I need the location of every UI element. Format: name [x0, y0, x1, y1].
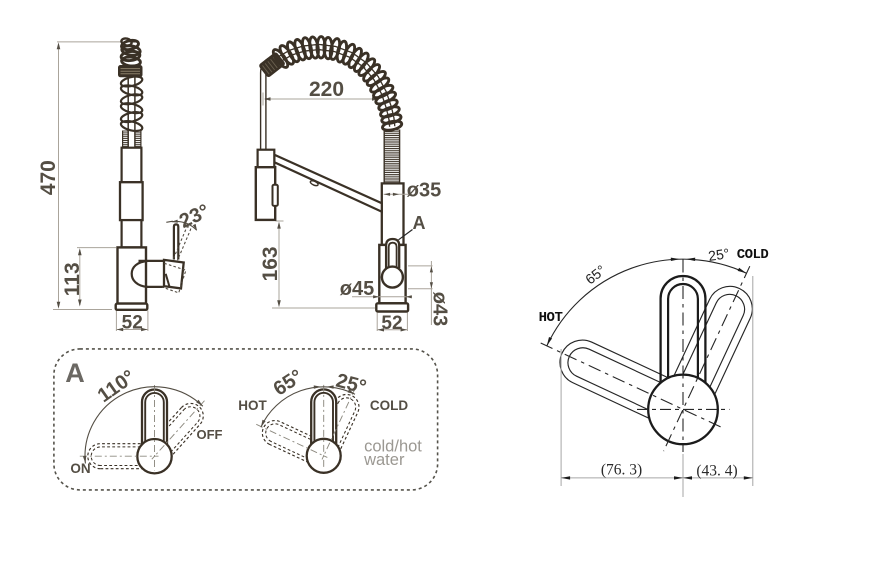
- svg-text:ON: ON: [70, 461, 90, 476]
- svg-text:220: 220: [309, 78, 344, 101]
- svg-text:COLD: COLD: [370, 398, 408, 413]
- svg-text:COLD: COLD: [737, 247, 769, 263]
- svg-text:ø35: ø35: [407, 180, 441, 202]
- svg-text:A: A: [413, 213, 426, 233]
- svg-text:(43. 4): (43. 4): [696, 463, 737, 480]
- svg-text:25°: 25°: [707, 245, 730, 264]
- svg-text:113: 113: [61, 262, 84, 296]
- svg-text:110°: 110°: [94, 366, 140, 407]
- svg-text:(76. 3): (76. 3): [601, 462, 642, 479]
- svg-text:HOT: HOT: [238, 398, 267, 413]
- svg-text:163: 163: [259, 246, 282, 281]
- svg-text:ø43: ø43: [429, 292, 451, 326]
- svg-text:52: 52: [122, 313, 143, 334]
- svg-text:OFF: OFF: [197, 427, 223, 442]
- svg-text:23°: 23°: [176, 200, 213, 233]
- svg-text:52: 52: [381, 313, 402, 334]
- svg-text:water: water: [363, 451, 405, 469]
- svg-text:A: A: [65, 358, 85, 388]
- svg-text:470: 470: [37, 160, 60, 195]
- svg-text:HOT: HOT: [539, 310, 563, 326]
- svg-text:cold/hot: cold/hot: [364, 438, 422, 456]
- svg-text:ø45: ø45: [340, 278, 374, 300]
- svg-text:65°: 65°: [270, 366, 307, 401]
- svg-text:25°: 25°: [334, 370, 369, 399]
- svg-text:65°: 65°: [582, 262, 609, 288]
